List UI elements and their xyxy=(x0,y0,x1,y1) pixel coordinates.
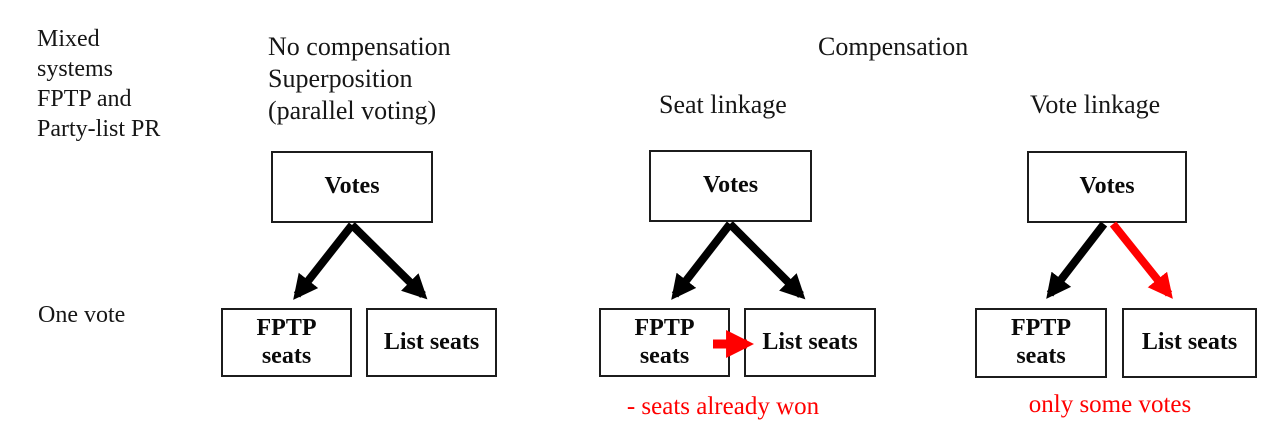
fptp-seats-label: FPTP seats xyxy=(256,314,317,369)
seat-linkage-annotation: - seats already won xyxy=(626,393,820,420)
fptp-seats-box-seat-linkage: FPTP seats xyxy=(599,308,730,377)
list-seats-label: List seats xyxy=(1141,329,1238,356)
votes-label: Votes xyxy=(324,173,380,200)
votes-box-seat-linkage: Votes xyxy=(649,150,812,222)
one-vote-label: One vote xyxy=(38,302,126,328)
list-seats-label: List seats xyxy=(383,328,480,355)
no-compensation-header: No compensation Superposition (parallel … xyxy=(268,32,451,125)
vote-linkage-annotation: only some votes xyxy=(1028,391,1192,418)
compensation-header: Compensation xyxy=(818,32,969,61)
arrow-votes-to-fptp-seat-linkage xyxy=(671,221,734,300)
vote-linkage-header: Vote linkage xyxy=(1030,90,1161,119)
arrow-votes-to-list-red-vote-linkage xyxy=(1109,221,1173,299)
votes-label: Votes xyxy=(1079,173,1135,200)
fptp-seats-box-vote-linkage: FPTP seats xyxy=(975,308,1107,378)
votes-box-superposition: Votes xyxy=(271,151,433,223)
votes-label: Votes xyxy=(702,172,759,199)
votes-box-vote-linkage: Votes xyxy=(1027,151,1187,223)
mixed-systems-label: Mixed systems FPTP and Party-list PR xyxy=(37,26,161,142)
fptp-seats-label: FPTP seats xyxy=(634,314,695,369)
list-seats-label: List seats xyxy=(762,328,858,355)
list-seats-box-vote-linkage: List seats xyxy=(1122,308,1257,378)
seat-linkage-header: Seat linkage xyxy=(659,90,787,119)
fptp-seats-label: FPTP seats xyxy=(1011,315,1071,369)
list-seats-box-seat-linkage: List seats xyxy=(744,308,876,377)
arrow-votes-to-fptp-vote-linkage xyxy=(1046,221,1108,299)
arrow-votes-to-list-seat-linkage xyxy=(727,221,806,300)
arrow-votes-to-list-superposition xyxy=(349,222,428,300)
list-seats-box-superposition: List seats xyxy=(366,308,497,377)
arrow-votes-to-fptp-superposition xyxy=(293,222,356,300)
fptp-seats-box-superposition: FPTP seats xyxy=(221,308,352,377)
